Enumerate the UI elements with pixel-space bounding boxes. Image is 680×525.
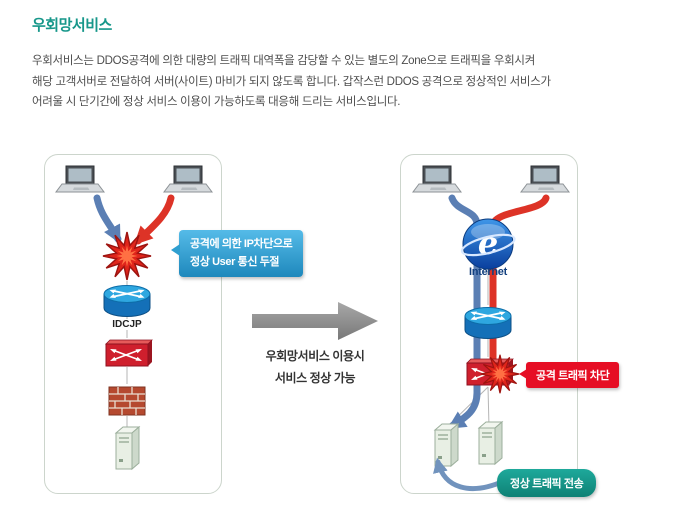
- router-label: IDCJP: [97, 319, 157, 330]
- normal-traffic-callout: 정상 트래픽 전송: [497, 469, 597, 497]
- page-description: 우회서비스는 DDOS공격에 의한 대량의 트래픽 대역폭을 감당할 수 있는 …: [32, 55, 551, 109]
- transition-caption: 우회망서비스 이용시 서비스 정상 가능: [265, 349, 365, 385]
- attack-blocked-callout: 공격 트래픽 차단: [518, 362, 620, 388]
- header: 우회망서비스 우회서비스는 DDOS공격에 의한 대량의 트래픽 대역폭을 감당…: [32, 14, 654, 113]
- transition-arrow: [252, 302, 378, 340]
- after-panel: [400, 154, 578, 494]
- ip-block-callout: 공격에 의한 IP차단으로 정상 User 통신 두절: [170, 230, 304, 278]
- internet-label: Internet: [469, 266, 507, 278]
- diagram: e: [0, 150, 680, 525]
- page-title: 우회망서비스: [32, 17, 112, 34]
